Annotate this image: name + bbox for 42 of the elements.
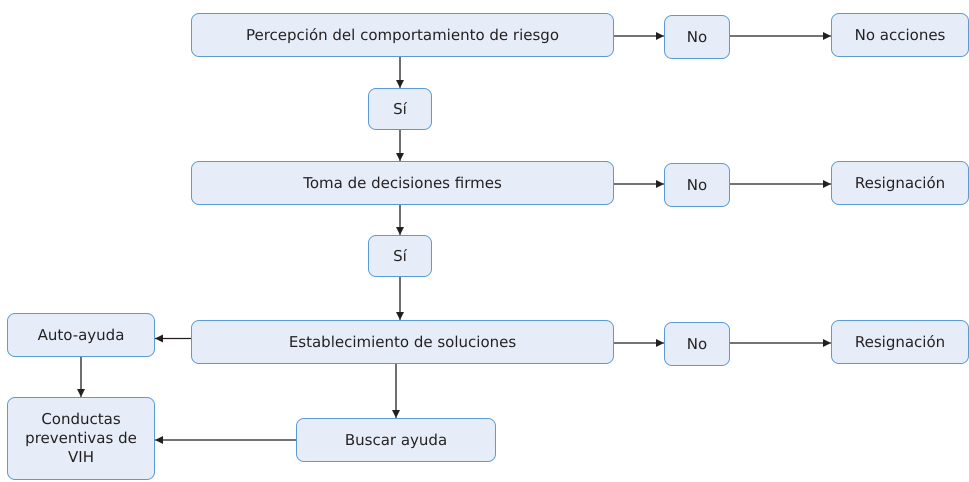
process-box (7, 397, 155, 480)
arrow (396, 130, 404, 161)
process-box (7, 313, 155, 357)
arrow (614, 32, 664, 40)
arrow (155, 436, 296, 444)
box-label: Auto-ayuda (38, 326, 124, 344)
arrow (77, 357, 85, 397)
process-box (831, 161, 969, 205)
box-label: Buscar ayuda (344, 430, 448, 450)
process-box (368, 88, 432, 130)
box-label: No (686, 28, 708, 46)
arrow (396, 205, 404, 235)
arrow (614, 180, 664, 188)
arrow (396, 277, 404, 320)
arrow (396, 57, 404, 88)
box-label: No acciones (854, 26, 946, 44)
process-box (368, 235, 432, 277)
box-label: Sí (393, 246, 407, 266)
box-label: Resignación (854, 332, 946, 352)
box-label: No (686, 176, 708, 194)
box-label: Resignación (854, 174, 946, 192)
arrow (614, 339, 664, 347)
box-label: Conductas preventivas de VIH (24, 410, 138, 467)
box-label: Sí (393, 100, 407, 118)
process-box (664, 163, 730, 207)
box-label: No (686, 334, 708, 354)
process-box (664, 322, 730, 366)
box-label: Establecimiento de soluciones (288, 332, 516, 352)
process-box (191, 13, 614, 57)
process-box (831, 320, 969, 364)
arrow (730, 339, 831, 347)
process-box (296, 418, 496, 462)
process-box (831, 13, 969, 57)
process-box (191, 320, 614, 364)
arrow (730, 180, 831, 188)
process-box (664, 15, 730, 59)
arrow (730, 32, 831, 40)
box-label: Toma de decisiones firmes (303, 174, 502, 192)
arrow (392, 364, 400, 418)
box-label: Percepción del comportamiento de riesgo (246, 26, 560, 44)
arrow (155, 334, 191, 342)
process-box (191, 161, 614, 205)
